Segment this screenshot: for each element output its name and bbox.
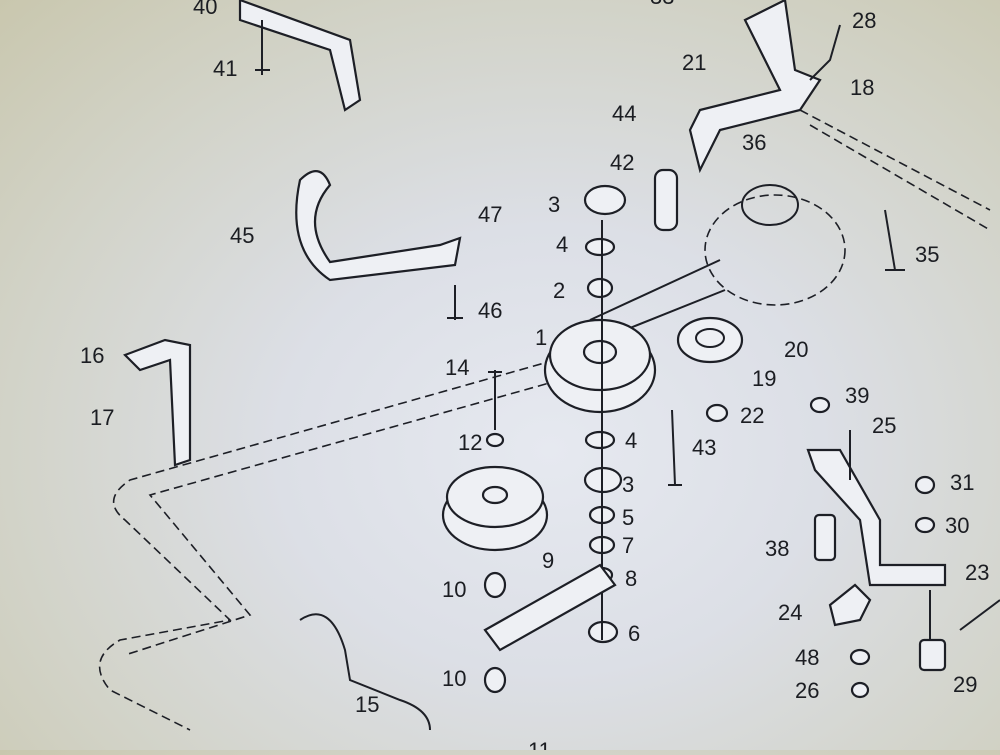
bolt-35 (884, 209, 905, 271)
part-label-1: 1 (535, 325, 547, 350)
part-label-10: 10 (442, 666, 466, 691)
linkage-23 (806, 448, 947, 587)
spring-15 (299, 613, 431, 731)
part-label-9: 9 (542, 548, 554, 573)
part-label-7: 7 (622, 533, 634, 558)
pulley-9-hub (481, 485, 509, 505)
bushing-10-top (483, 571, 507, 599)
part-label-22: 22 (740, 403, 764, 428)
arm-45 (295, 170, 462, 282)
idler-19 (676, 316, 744, 364)
part-label-3: 3 (622, 472, 634, 497)
part-label-10: 10 (442, 577, 466, 602)
swivel-29 (918, 638, 947, 672)
bearing-3-top (583, 184, 627, 216)
part-label-45: 45 (230, 223, 254, 248)
part-label-38: 38 (765, 536, 789, 561)
part-label-36: 36 (742, 130, 766, 155)
part-label-24: 24 (778, 600, 802, 625)
part-label-41: 41 (213, 56, 237, 81)
part-label-16: 16 (80, 343, 104, 368)
spacer-2 (586, 277, 614, 299)
idler-19-hub (695, 328, 725, 348)
part-label-23: 23 (965, 560, 989, 585)
clip-24 (828, 583, 872, 627)
washer-48 (849, 648, 871, 666)
part-label-3: 3 (548, 192, 560, 217)
engine-pulley-top (741, 184, 799, 226)
part-label-33: 33 (650, 0, 674, 9)
part-label-15: 15 (355, 692, 379, 717)
part-label-18: 18 (850, 75, 874, 100)
part-label-17: 17 (90, 405, 114, 430)
part-label-44: 44 (612, 101, 636, 126)
bracket-16 (123, 338, 192, 467)
nut-26 (850, 681, 870, 699)
part-label-47: 47 (478, 202, 502, 227)
part-label-4: 4 (625, 428, 637, 453)
nut-22 (705, 403, 729, 423)
pulley-1-hub (582, 339, 618, 365)
part-label-31: 31 (950, 470, 974, 495)
part-label-19: 19 (752, 366, 776, 391)
part-label-30: 30 (945, 513, 969, 538)
part-label-5: 5 (622, 505, 634, 530)
bolt-46 (447, 285, 463, 320)
nut-39 (809, 396, 831, 414)
drive-belt (98, 359, 556, 731)
drive-belt-inner (124, 379, 561, 656)
part-label-20: 20 (784, 337, 808, 362)
bushing-10-bottom (483, 666, 507, 694)
part-label-4: 4 (556, 232, 568, 257)
washer-4-top (584, 237, 616, 257)
part-label-39: 39 (845, 383, 869, 408)
bolt-43 (668, 409, 682, 486)
bracket-40 (238, 0, 362, 112)
part-label-26: 26 (795, 678, 819, 703)
part-label-2: 2 (553, 278, 565, 303)
part-label-43: 43 (692, 435, 716, 460)
spacer-42 (653, 168, 679, 232)
part-labels: 3328211840414436423474543524612016141917… (80, 0, 989, 755)
part-label-48: 48 (795, 645, 819, 670)
part-label-8: 8 (625, 566, 637, 591)
part-label-40: 40 (193, 0, 217, 19)
part-label-35: 35 (915, 242, 939, 267)
bolt-41 (255, 20, 270, 75)
part-label-6: 6 (628, 621, 640, 646)
part-label-42: 42 (610, 150, 634, 175)
washer-30 (914, 516, 936, 534)
washer-4-bottom (584, 430, 616, 450)
nut-31 (914, 475, 936, 495)
belt-dashed-right (799, 109, 991, 231)
part-label-25: 25 (872, 413, 896, 438)
rod-28 (809, 24, 841, 81)
arm-plate (483, 563, 617, 652)
engine-pulley (704, 194, 846, 306)
part-label-12: 12 (458, 430, 482, 455)
bolt-14 (488, 370, 502, 430)
part-label-28: 28 (852, 8, 876, 33)
part-label-11: 11 (528, 738, 551, 750)
part-label-21: 21 (682, 50, 706, 75)
part-label-14: 14 (445, 355, 469, 380)
rod-29 (929, 590, 1000, 640)
linkage-18 (688, 0, 822, 174)
pivot-38 (813, 513, 837, 562)
part-label-29: 29 (953, 672, 977, 697)
part-label-46: 46 (478, 298, 502, 323)
washer-12 (485, 432, 505, 448)
